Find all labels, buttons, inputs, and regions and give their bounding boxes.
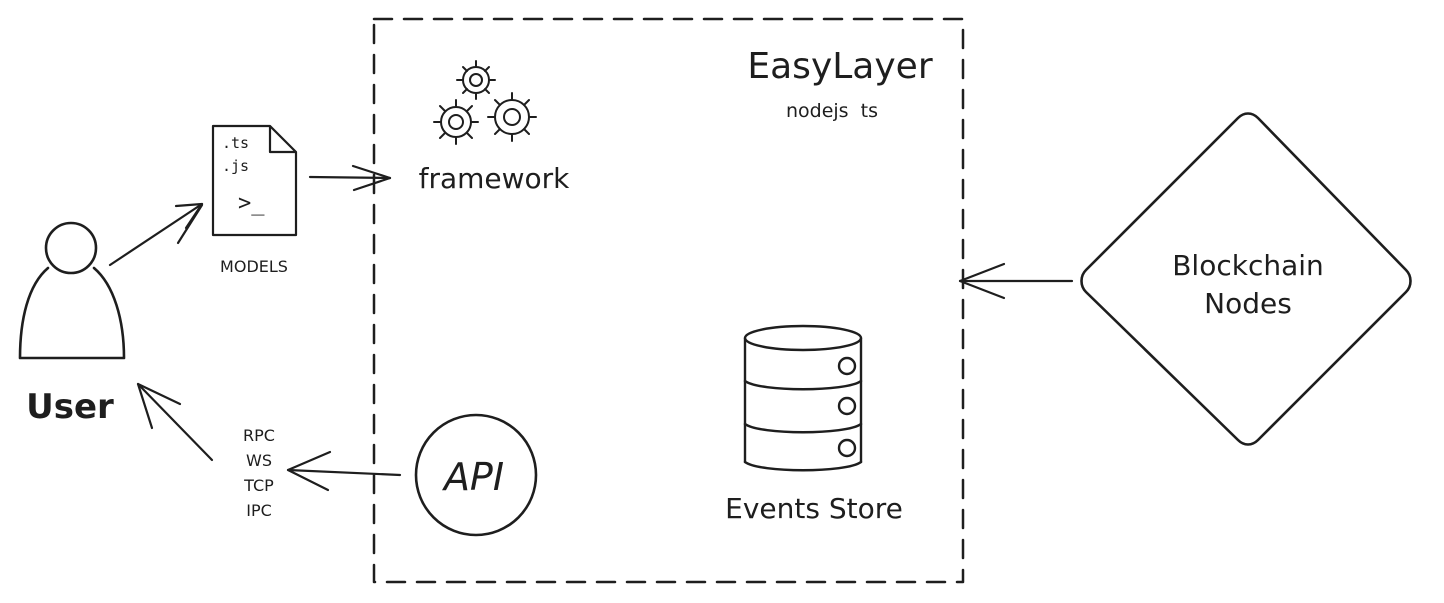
api-label: API bbox=[441, 455, 504, 499]
framework-label: framework bbox=[419, 162, 571, 195]
protocol-rpc: RPC bbox=[243, 426, 275, 445]
arrow-protocols-to-user bbox=[136, 382, 214, 462]
user-label: User bbox=[26, 387, 114, 427]
arrow-api-to-protocols bbox=[286, 450, 402, 492]
protocol-ws: WS bbox=[246, 451, 272, 470]
file-line-ts: .ts bbox=[222, 134, 249, 152]
system-subtitle: nodejs ts bbox=[786, 100, 878, 122]
arrow-models-to-framework bbox=[308, 164, 392, 192]
file-line-js: .js bbox=[222, 157, 249, 175]
diamond-icon bbox=[1080, 112, 1412, 446]
arrow-blockchain-to-system bbox=[958, 262, 1074, 300]
system-boundary bbox=[372, 17, 965, 584]
api-node bbox=[414, 413, 538, 537]
protocol-ipc: IPC bbox=[246, 501, 272, 520]
events-store-label: Events Store bbox=[725, 492, 903, 525]
file-icon: .ts .js >_ bbox=[211, 124, 298, 237]
gears-icon bbox=[433, 60, 537, 145]
database-icon bbox=[743, 324, 863, 472]
models-label: MODELS bbox=[220, 257, 288, 276]
protocol-tcp: TCP bbox=[243, 476, 274, 495]
system-title: EasyLayer bbox=[747, 46, 932, 87]
file-prompt: >_ bbox=[238, 191, 265, 216]
user-icon bbox=[18, 221, 126, 360]
arrow-user-to-models bbox=[108, 202, 204, 267]
blockchain-label-line1: Blockchain bbox=[1172, 249, 1324, 282]
blockchain-label-line2: Nodes bbox=[1204, 287, 1292, 320]
